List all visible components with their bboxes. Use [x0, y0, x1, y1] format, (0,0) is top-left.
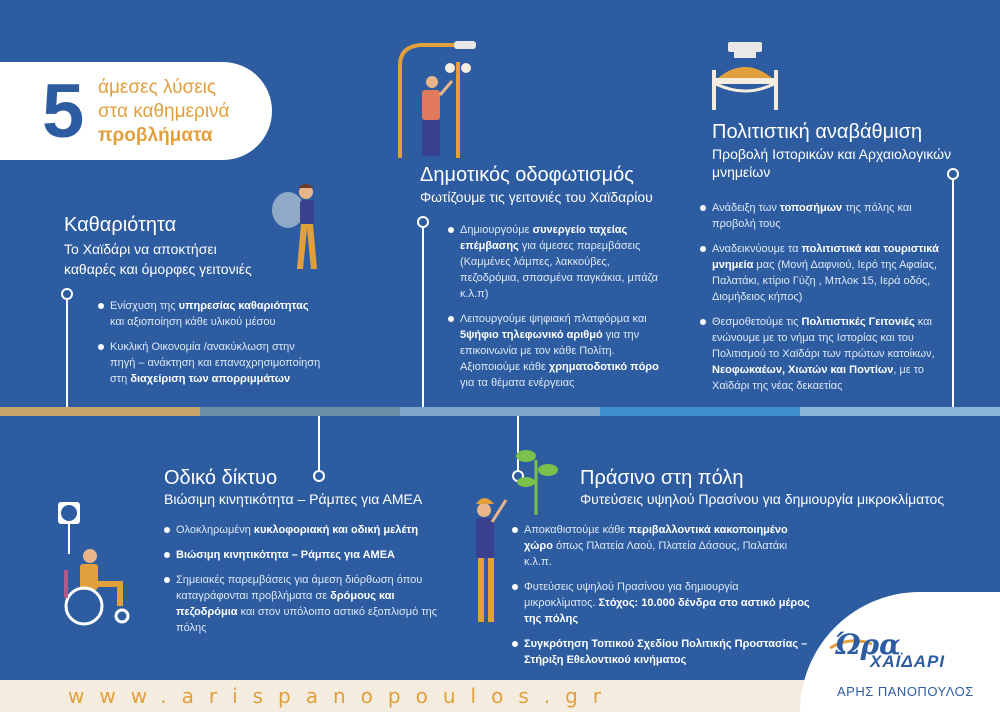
title-line-3: προβλήματα: [98, 125, 213, 146]
logo-script: Ώρα: [835, 628, 901, 661]
list-item: Αναδεικνύουμε τα πολιτιστικά και τουριστ…: [700, 241, 940, 305]
list-item: Βιώσιμη κινητικότητα – Ράμπες για ΑΜΕΑ: [164, 547, 439, 563]
culture-list: Ανάδειξη των τοποσήμων της πόλης και προ…: [700, 200, 940, 403]
website-link[interactable]: www.arispanopoulos.gr: [68, 684, 617, 708]
title-line-2: στα καθημερινά: [98, 101, 230, 122]
plant-illustration-icon: [476, 450, 558, 622]
list-item: Ενίσχυση της υπηρεσίας καθαριότητας και …: [98, 298, 323, 330]
culture-subtitle-1: Προβολή Ιστορικών και Αρχαιολογικών: [712, 146, 952, 162]
logo-city: ΧΑΪΔΑΡΙ: [870, 652, 946, 671]
cleanliness-title: Καθαριότητα: [64, 214, 177, 236]
cleanliness-subtitle-2: καθαρές και όμορφες γειτονιές: [64, 261, 252, 277]
title-number: 5: [42, 69, 85, 154]
list-item: Κυκλική Οικονομία /ανακύκλωση στην πηγή …: [98, 339, 323, 387]
cleaner-illustration-icon: [272, 184, 317, 269]
section-divider: [0, 407, 1000, 416]
culture-title: Πολιτιστική αναβάθμιση: [712, 121, 923, 143]
list-item: Αποκαθιστούμε κάθε περιβαλλοντικά κακοπο…: [512, 522, 812, 570]
logo-swoosh-icon: [829, 639, 873, 650]
cleanliness-subtitle-1: Το Χαϊδάρι να αποκτήσει: [64, 241, 217, 257]
roads-subtitle: Βιώσιμη κινητικότητα – Ράμπες για ΑΜΕΑ: [164, 491, 423, 507]
list-item: Δημιουργούμε συνεργείο ταχείας επέμβασης…: [448, 222, 663, 302]
lighting-dot: [417, 216, 429, 228]
roads-connector: [318, 416, 320, 474]
culture-connector: [952, 178, 954, 407]
green-connector: [517, 416, 519, 474]
list-item: Λειτουργούμε ψηφιακή πλατφόρμα και 5ψήφι…: [448, 311, 663, 391]
green-list: Αποκαθιστούμε κάθε περιβαλλοντικά κακοπο…: [512, 522, 812, 677]
list-item: Ολοκληρωμένη κυκλοφοριακή και οδική μελέ…: [164, 522, 439, 538]
cleanliness-dot: [61, 288, 73, 300]
roads-title: Οδικό δίκτυο: [164, 467, 278, 489]
cleanliness-list: Ενίσχυση της υπηρεσίας καθαριότητας και …: [98, 298, 323, 396]
title-line-1: άμεσες λύσεις: [98, 77, 217, 98]
culture-dot: [947, 168, 959, 180]
lighting-connector: [422, 223, 424, 407]
roads-dot: [313, 470, 325, 482]
wheelchair-illustration-icon: [58, 502, 130, 626]
title-pill: [0, 62, 272, 160]
streetlight-illustration-icon: [398, 41, 476, 158]
list-item: Θεσμοθετούμε τις Πολιτιστικές Γειτονιές …: [700, 314, 940, 394]
list-item: Ανάδειξη των τοποσήμων της πόλης και προ…: [700, 200, 940, 232]
title-text: άμεσες λύσεις στα καθημερινά προβλήματα: [98, 76, 268, 148]
list-item: Συγκρότηση Τοπικού Σχεδίου Πολιτικής Προ…: [512, 636, 812, 668]
list-item: Σημειακές παρεμβάσεις για άμεση διόρθωση…: [164, 572, 439, 636]
cleanliness-connector: [66, 295, 68, 407]
logo-name: ΑΡΗΣ ΠΑΝΟΠΟΥΛΟΣ: [837, 684, 974, 699]
lighting-list: Δημιουργούμε συνεργείο ταχείας επέμβασης…: [448, 222, 663, 400]
monument-illustration-icon: [712, 42, 778, 110]
green-subtitle: Φυτεύσεις υψηλού Πρασίνου για δημιουργία…: [580, 491, 945, 507]
list-item: Φυτεύσεις υψηλού Πρασίνου για δημιουργία…: [512, 579, 812, 627]
culture-subtitle-2: μνημείων: [712, 164, 771, 180]
lighting-subtitle: Φωτίζουμε τις γειτονιές του Χαϊδαρίου: [420, 189, 653, 205]
green-title: Πράσινο στη πόλη: [580, 467, 744, 489]
roads-list: Ολοκληρωμένη κυκλοφοριακή και οδική μελέ…: [164, 522, 439, 645]
lighting-title: Δημοτικός οδοφωτισμός: [420, 164, 634, 186]
